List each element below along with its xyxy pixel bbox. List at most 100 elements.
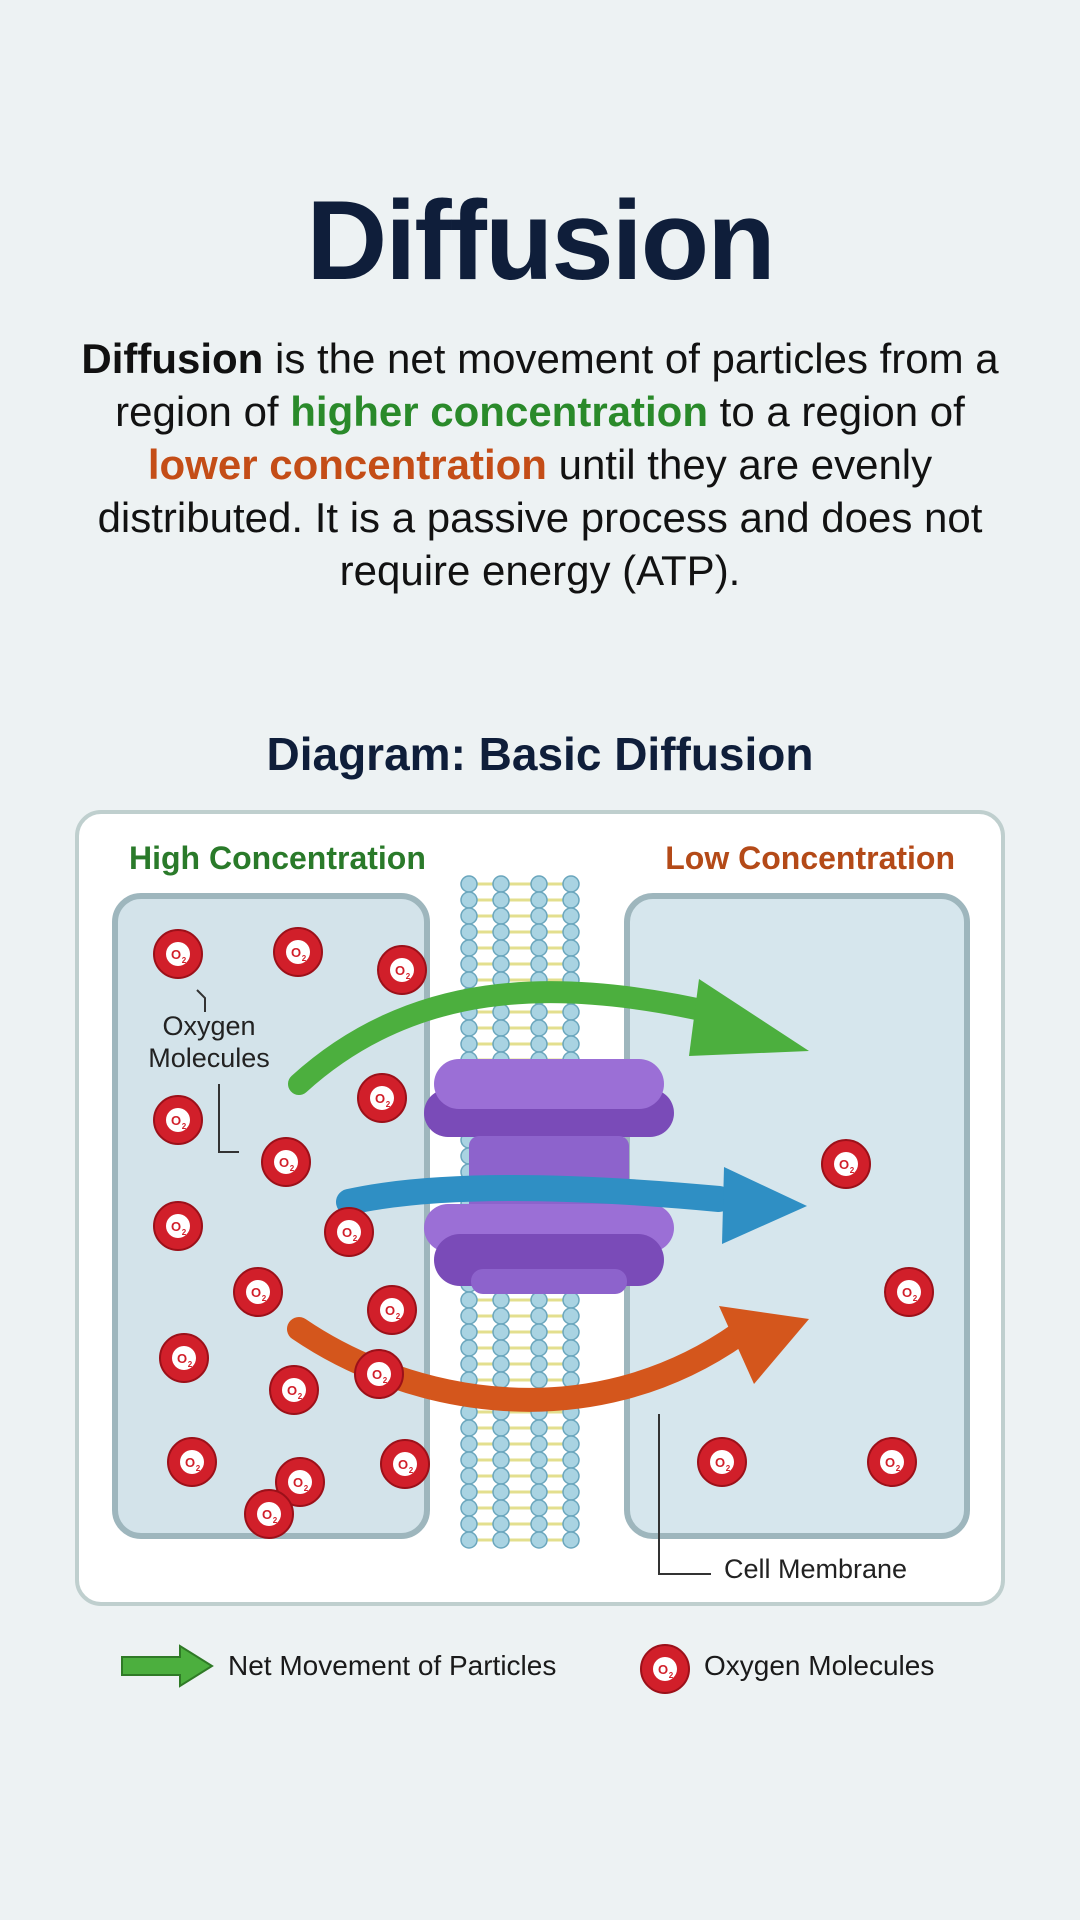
phospholipid-head bbox=[492, 875, 510, 893]
svg-text:O: O bbox=[171, 947, 181, 962]
phospholipid-head bbox=[530, 1035, 548, 1053]
phospholipid-head bbox=[492, 1419, 510, 1437]
green-arrowhead bbox=[689, 979, 809, 1056]
oxygen-molecules-label: Oxygen Molecules bbox=[148, 1011, 270, 1073]
svg-text:2: 2 bbox=[273, 1516, 278, 1525]
phospholipid-head bbox=[460, 955, 478, 973]
svg-text:2: 2 bbox=[182, 956, 187, 965]
phospholipid-head bbox=[460, 1531, 478, 1549]
phospholipid-head bbox=[562, 1531, 580, 1549]
phospholipid-head bbox=[530, 1515, 548, 1533]
phospholipid-head bbox=[530, 955, 548, 973]
phospholipid-head bbox=[562, 1339, 580, 1357]
svg-text:2: 2 bbox=[302, 954, 307, 963]
svg-text:O: O bbox=[658, 1662, 668, 1677]
phospholipid-head bbox=[530, 1483, 548, 1501]
phospholipid-head bbox=[530, 923, 548, 941]
green-arrow-icon bbox=[121, 1644, 214, 1688]
svg-text:2: 2 bbox=[383, 1376, 388, 1385]
phospholipid-head bbox=[492, 1371, 510, 1389]
phospholipid-head bbox=[460, 1467, 478, 1485]
phospholipid-head bbox=[562, 1323, 580, 1341]
phospholipid-head bbox=[460, 1035, 478, 1053]
phospholipid-head bbox=[530, 1499, 548, 1517]
phospholipid-head bbox=[562, 1467, 580, 1485]
intro-part1: is the net movement of particles from a … bbox=[115, 335, 999, 435]
phospholipid-head bbox=[562, 955, 580, 973]
phospholipid-head bbox=[530, 1291, 548, 1309]
phospholipid-head bbox=[562, 1499, 580, 1517]
phospholipid-head bbox=[562, 1003, 580, 1021]
svg-text:O: O bbox=[372, 1367, 382, 1382]
membrane-leader-line bbox=[658, 1414, 711, 1575]
phospholipid-head bbox=[492, 1467, 510, 1485]
svg-text:2: 2 bbox=[409, 1466, 414, 1475]
phospholipid-head bbox=[562, 1451, 580, 1469]
phospholipid-head bbox=[492, 1499, 510, 1517]
diagram-title: Diagram: Basic Diffusion bbox=[266, 728, 814, 780]
phospholipid-head bbox=[562, 1035, 580, 1053]
svg-text:2: 2 bbox=[669, 1671, 674, 1680]
phospholipid-head bbox=[460, 1419, 478, 1437]
legend: Net Movement of Particles O 2 Oxygen Mol… bbox=[120, 1642, 980, 1694]
phospholipid-head bbox=[492, 1483, 510, 1501]
phospholipid-head bbox=[562, 1435, 580, 1453]
phospholipid-head bbox=[530, 1323, 548, 1341]
svg-text:O: O bbox=[171, 1113, 181, 1128]
svg-text:2: 2 bbox=[406, 972, 411, 981]
phospholipid-head bbox=[530, 1435, 548, 1453]
svg-text:2: 2 bbox=[353, 1234, 358, 1243]
svg-text:2: 2 bbox=[188, 1360, 193, 1369]
phospholipid-head bbox=[492, 939, 510, 957]
phospholipid-head bbox=[492, 1323, 510, 1341]
phospholipid-head bbox=[460, 1515, 478, 1533]
phospholipid-head bbox=[492, 923, 510, 941]
svg-text:2: 2 bbox=[913, 1294, 918, 1303]
svg-text:O: O bbox=[885, 1455, 895, 1470]
svg-text:O: O bbox=[395, 963, 405, 978]
svg-text:2: 2 bbox=[262, 1294, 267, 1303]
phospholipid-head bbox=[562, 1419, 580, 1437]
phospholipid-head bbox=[460, 971, 478, 989]
phospholipid-head bbox=[460, 939, 478, 957]
high-concentration-label: High Concentration bbox=[129, 840, 426, 876]
intro-part3: until they are evenly distributed. It is… bbox=[97, 441, 983, 594]
phospholipid-head bbox=[460, 1307, 478, 1325]
phospholipid-head bbox=[492, 1019, 510, 1037]
phospholipid-head bbox=[460, 907, 478, 925]
phospholipid-head bbox=[562, 1019, 580, 1037]
phospholipid-head bbox=[460, 1291, 478, 1309]
orange-movement-arrow bbox=[287, 1317, 751, 1412]
phospholipid-head bbox=[492, 1339, 510, 1357]
svg-text:2: 2 bbox=[182, 1228, 187, 1237]
svg-text:2: 2 bbox=[726, 1464, 731, 1473]
phospholipid-head bbox=[492, 1451, 510, 1469]
channel-protein bbox=[424, 1059, 674, 1294]
phospholipid-head bbox=[492, 1531, 510, 1549]
phospholipid-head bbox=[562, 1515, 580, 1533]
blue-movement-arrow bbox=[336, 1175, 732, 1215]
phospholipid-head bbox=[530, 939, 548, 957]
svg-text:2: 2 bbox=[396, 1312, 401, 1321]
svg-text:O: O bbox=[287, 1383, 297, 1398]
phospholipid-head bbox=[530, 875, 548, 893]
svg-text:O: O bbox=[342, 1225, 352, 1240]
phospholipid-head bbox=[492, 1435, 510, 1453]
phospholipid-head bbox=[530, 1371, 548, 1389]
phospholipid-head bbox=[530, 1355, 548, 1373]
phospholipid-head bbox=[460, 1339, 478, 1357]
